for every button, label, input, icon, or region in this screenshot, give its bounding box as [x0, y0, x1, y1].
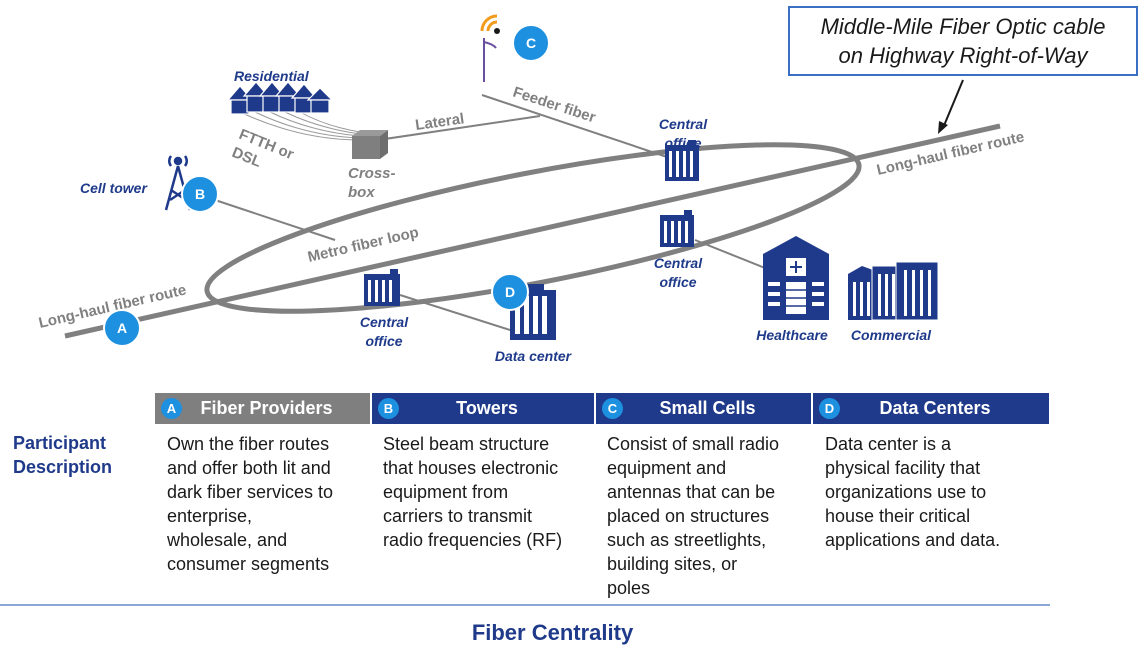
cell-tower-label: Cell tower — [80, 180, 148, 196]
svg-text:D: D — [505, 284, 515, 300]
description-line: Data center is a — [825, 434, 952, 454]
header-label: Towers — [456, 398, 518, 418]
badge-d: D — [819, 398, 840, 419]
description-line: applications and data. — [825, 530, 1001, 550]
central-office-top-label-1: Central — [659, 116, 708, 132]
central-office-low-icon — [364, 269, 400, 306]
description-line: dark fiber services to — [167, 482, 334, 502]
description-line: that houses electronic — [383, 458, 559, 478]
residential-houses-icon — [226, 81, 334, 115]
description-line: wholesale, and — [167, 530, 288, 550]
header-label: Fiber Providers — [200, 398, 333, 418]
callout-line-2: on Highway Right-of-Way — [838, 43, 1088, 68]
description-line: Steel beam structure — [383, 434, 550, 454]
central-office-mid-label-1: Central — [654, 255, 703, 271]
ftth-drop-lines — [239, 111, 361, 141]
svg-text:C: C — [526, 35, 536, 51]
data-center-link — [399, 294, 511, 331]
marker-a: A — [103, 309, 141, 347]
callout-arrowhead — [938, 121, 948, 134]
description-line: such as streetlights, — [607, 530, 767, 550]
central-office-top-icon — [665, 140, 699, 181]
description-line: and offer both lit and — [167, 458, 331, 478]
crossbox-icon — [352, 130, 388, 159]
lateral-line — [377, 115, 541, 141]
feeder-fiber-line — [481, 94, 671, 159]
residential-label: Residential — [234, 68, 310, 84]
description-line: Consist of small radio — [607, 434, 780, 454]
fiber-network-diagram: Long-haul fiber route Long-haul fiber ro… — [37, 14, 1026, 364]
callout-arrow — [942, 79, 964, 129]
description-line: poles — [607, 578, 651, 598]
description-line: building sites, or — [607, 554, 738, 574]
healthcare-label: Healthcare — [756, 327, 828, 343]
description-line: antennas that can be — [607, 482, 776, 502]
cell-tower-link — [214, 199, 336, 241]
central-office-mid-icon — [660, 210, 694, 247]
footer-divider — [0, 604, 1050, 606]
header-data-centers: D Data Centers — [813, 393, 1049, 424]
description-fiber-providers: Own the fiber routes and offer both lit … — [167, 432, 367, 576]
lateral-label: Lateral — [414, 110, 465, 134]
crossbox-label-line1: Cross- — [348, 165, 396, 182]
middle-mile-callout: Middle-Mile Fiber Optic cable on Highway… — [788, 6, 1138, 76]
commercial-buildings-icon — [848, 261, 939, 321]
badge-b: B — [378, 398, 399, 419]
description-small-cells: Consist of small radio equipment and ant… — [607, 432, 807, 600]
description-line: enterprise, — [167, 506, 253, 526]
footer-title: Fiber Centrality — [471, 620, 634, 645]
description-line: carriers to transmit — [383, 506, 533, 526]
marker-d: D — [491, 273, 529, 311]
description-line: physical facility that — [825, 458, 981, 478]
commercial-link — [694, 239, 766, 269]
small-cell-pole-icon — [480, 14, 500, 82]
metro-fiber-loop — [204, 142, 862, 314]
central-office-top-label-2: office — [664, 135, 701, 151]
data-center-label: Data center — [495, 348, 573, 364]
header-small-cells: C Small Cells — [596, 393, 811, 424]
marker-c: C — [512, 24, 550, 62]
header-fiber-providers: A Fiber Providers — [155, 393, 370, 424]
description-line: organizations use to — [825, 482, 987, 502]
crossbox-label-line2: box — [348, 184, 375, 201]
svg-text:A: A — [117, 320, 127, 336]
description-line: equipment from — [383, 482, 509, 502]
header-label: Data Centers — [879, 398, 991, 418]
description-line: Own the fiber routes — [167, 434, 330, 454]
participant-description-label: Participant Description — [13, 431, 153, 479]
badge-a: A — [161, 398, 182, 419]
description-line: radio frequencies (RF) — [383, 530, 563, 550]
marker-b: B — [181, 175, 219, 213]
central-office-low-label-2: office — [365, 333, 402, 349]
commercial-label: Commercial — [851, 327, 932, 343]
central-office-mid-label-2: office — [659, 274, 696, 290]
header-towers: B Towers — [372, 393, 594, 424]
central-office-low-label-1: Central — [360, 314, 409, 330]
description-towers: Steel beam structure that houses electro… — [383, 432, 588, 552]
svg-text:B: B — [195, 186, 205, 202]
badge-c: C — [602, 398, 623, 419]
description-line: placed on structures — [607, 506, 770, 526]
description-data-centers: Data center is a physical facility that … — [825, 432, 1040, 552]
callout-line-1: Middle-Mile Fiber Optic cable — [820, 14, 1106, 39]
header-label: Small Cells — [659, 398, 756, 418]
healthcare-building-icon — [763, 236, 829, 320]
description-line: equipment and — [607, 458, 727, 478]
description-line: house their critical — [825, 506, 971, 526]
row-label-line-1: Participant — [13, 433, 107, 453]
description-line: consumer segments — [167, 554, 330, 574]
row-label-line-2: Description — [13, 457, 113, 477]
